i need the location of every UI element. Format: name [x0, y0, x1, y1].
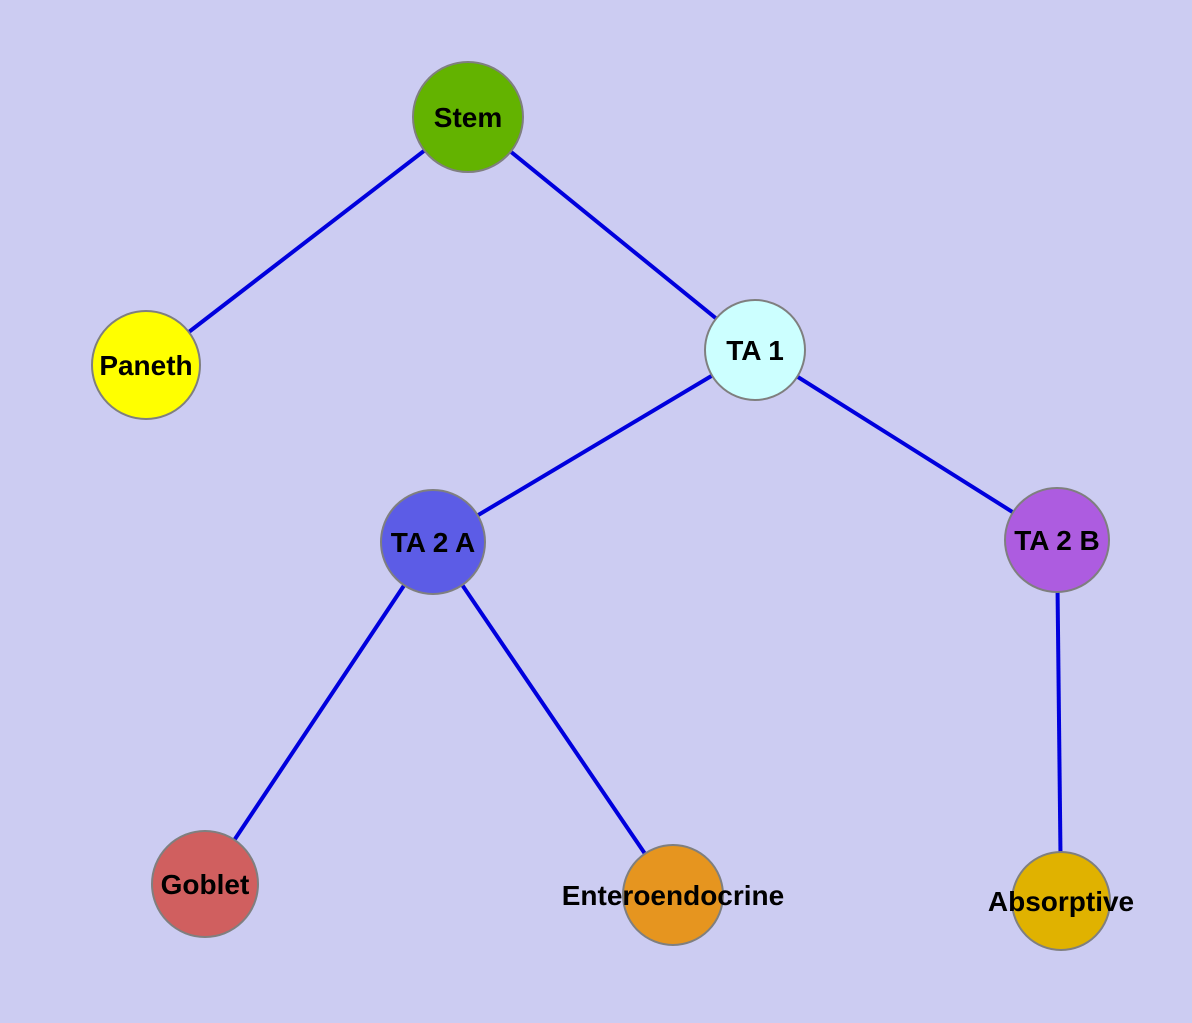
node-stem: [412, 61, 524, 173]
edge-ta2a-goblet: [203, 540, 435, 886]
edge-stem-paneth: [144, 115, 470, 367]
edge-ta1-ta2b: [753, 348, 1059, 542]
edge-ta1-ta2a: [431, 348, 757, 544]
node-label-ta2a: TA 2 A: [391, 527, 476, 558]
node-label-ta1: TA 1: [726, 335, 784, 366]
edge-stem-ta1: [466, 115, 757, 352]
node-ta2b: [1004, 487, 1110, 593]
node-label-paneth: Paneth: [99, 350, 192, 381]
node-label-ta2b: TA 2 B: [1014, 525, 1100, 556]
node-paneth: [91, 310, 201, 420]
node-goblet: [151, 830, 259, 938]
node-label-stem: Stem: [434, 102, 502, 133]
node-absorptive: [1011, 851, 1111, 951]
node-label-absorptive: Absorptive: [988, 886, 1134, 917]
node-label-enteroendocrine: Enteroendocrine: [562, 880, 784, 911]
node-enteroendocrine: [622, 844, 724, 946]
node-ta2a: [380, 489, 486, 595]
node-label-goblet: Goblet: [161, 869, 250, 900]
node-ta1: [704, 299, 806, 401]
edge-ta2b-absorptive: [1055, 539, 1063, 902]
edge-ta2a-enteroendocrine: [431, 540, 675, 897]
